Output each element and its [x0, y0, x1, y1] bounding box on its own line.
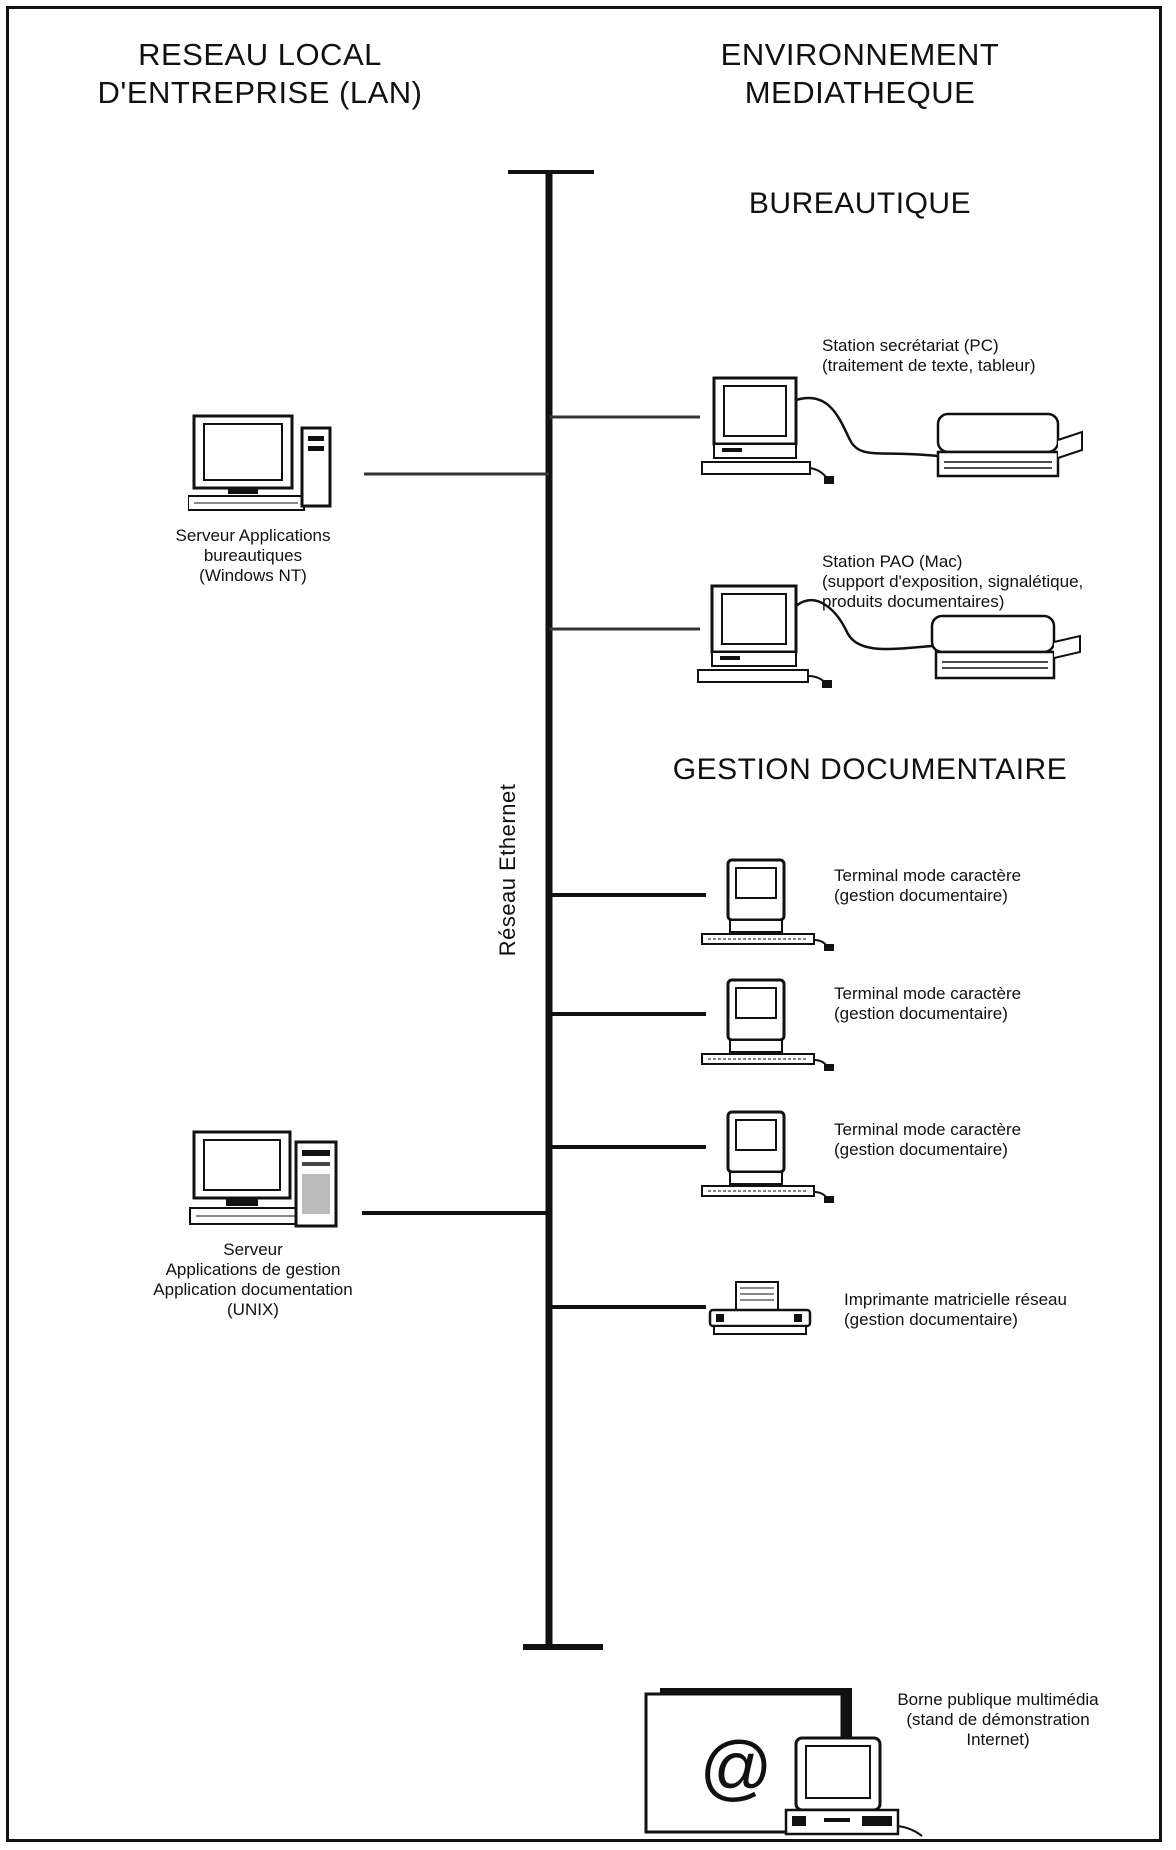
- terminal-icon: [701, 858, 834, 951]
- pc-with-printer-icon: [701, 376, 1083, 484]
- unix-server-label-line-2: Applications de gestion: [165, 1260, 341, 1279]
- kiosk-label: Borne publique multimédia (stand de démo…: [868, 1690, 1128, 1750]
- pao-label-line-3: produits documentaires): [822, 592, 1005, 611]
- kiosk-icon: @: [644, 1688, 923, 1837]
- terminal-2-label-line-1: Terminal mode caractère: [834, 984, 1022, 1003]
- terminal-2-label: Terminal mode caractère (gestion documen…: [834, 984, 1021, 1024]
- kiosk-label-line-1: Borne publique multimédia: [897, 1690, 1099, 1709]
- terminal-icon: [701, 1110, 834, 1203]
- unix-server-label: Serveur Applications de gestion Applicat…: [108, 1240, 398, 1320]
- printer-label-line-2: (gestion documentaire): [844, 1310, 1018, 1329]
- unix-server-label-line-3: Application documentation: [153, 1280, 353, 1299]
- terminal-1-label-line-1: Terminal mode caractère: [834, 866, 1022, 885]
- ethernet-bus-label: Réseau Ethernet: [495, 783, 520, 957]
- dot-matrix-printer-icon: [708, 1281, 812, 1335]
- pao-label: Station PAO (Mac) (support d'exposition,…: [822, 552, 1083, 612]
- terminal-3-label-line-1: Terminal mode caractère: [834, 1120, 1022, 1139]
- terminal-icon: [701, 978, 834, 1071]
- pao-label-line-1: Station PAO (Mac): [822, 552, 963, 571]
- unix-server-label-line-4: (UNIX): [227, 1300, 279, 1319]
- mac-with-printer-icon: [697, 584, 1081, 688]
- terminal-3-label: Terminal mode caractère (gestion documen…: [834, 1120, 1021, 1160]
- terminal-1-label-line-2: (gestion documentaire): [834, 886, 1008, 905]
- section-bureautique: BUREAUTIQUE: [748, 187, 972, 220]
- office-server-label: Serveur Applications bureautiques (Windo…: [128, 526, 378, 586]
- section-gestion-documentaire: GESTION DOCUMENTAIRE: [672, 753, 1068, 786]
- printer-label: Imprimante matricielle réseau (gestion d…: [844, 1290, 1067, 1330]
- office-server-label-line-2: bureautiques: [203, 546, 303, 565]
- unix-server-label-line-1: Serveur: [223, 1240, 283, 1259]
- at-sign: @: [699, 1728, 772, 1808]
- unix-server-icon: [189, 1130, 338, 1228]
- mediatheque-header: ENVIRONNEMENT MEDIATHEQUE: [660, 36, 1060, 112]
- office-server-label-line-1: Serveur Applications: [175, 526, 331, 545]
- mediatheque-header-line-2: MEDIATHEQUE: [744, 75, 976, 110]
- terminal-2-label-line-2: (gestion documentaire): [834, 1004, 1008, 1023]
- terminal-3-label-line-2: (gestion documentaire): [834, 1140, 1008, 1159]
- office-server-label-line-3: (Windows NT): [199, 566, 307, 585]
- secretariat-label: Station secrétariat (PC) (traitement de …: [822, 336, 1036, 376]
- kiosk-label-line-2: (stand de démonstration: [906, 1710, 1090, 1729]
- pao-label-line-2: (support d'exposition, signalétique,: [822, 572, 1084, 591]
- server-workstation-icon: [188, 414, 332, 511]
- kiosk-label-line-3: Internet): [966, 1730, 1030, 1749]
- lan-header-line-2: D'ENTREPRISE (LAN): [97, 75, 423, 110]
- diagram-frame: [6, 6, 1162, 1842]
- lan-header: RESEAU LOCAL D'ENTREPRISE (LAN): [60, 36, 460, 112]
- secretariat-label-line-2: (traitement de texte, tableur): [822, 356, 1036, 375]
- secretariat-label-line-1: Station secrétariat (PC): [822, 336, 999, 355]
- lan-header-line-1: RESEAU LOCAL: [138, 37, 382, 72]
- terminal-1-label: Terminal mode caractère (gestion documen…: [834, 866, 1021, 906]
- printer-label-line-1: Imprimante matricielle réseau: [844, 1290, 1067, 1309]
- mediatheque-header-line-1: ENVIRONNEMENT: [720, 37, 1000, 72]
